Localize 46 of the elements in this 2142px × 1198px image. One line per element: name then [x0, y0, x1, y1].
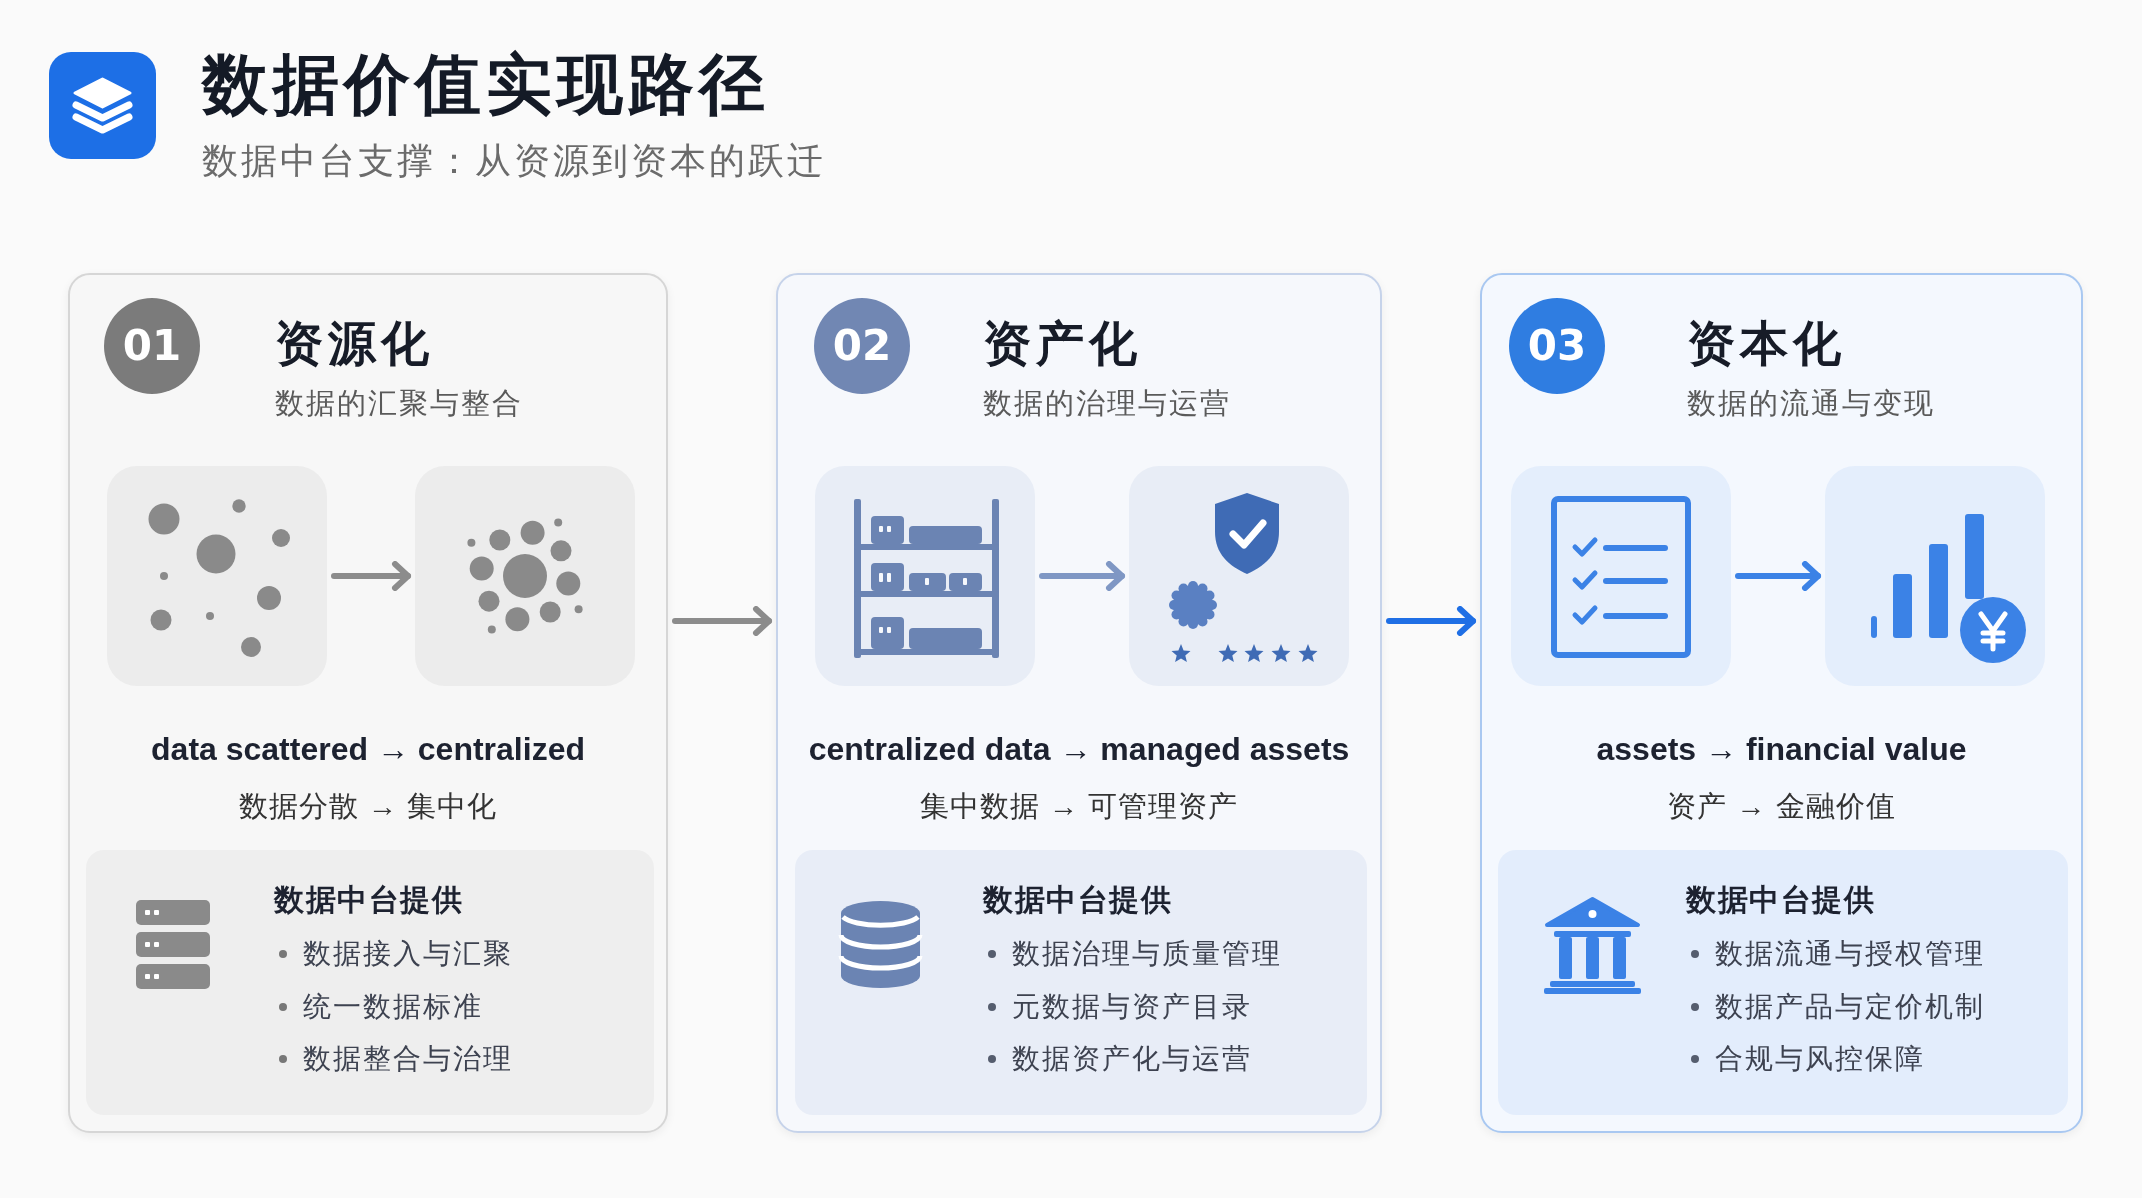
- arrow: [1735, 561, 1821, 591]
- transition-text: 数据分散 → 集中化: [238, 789, 498, 824]
- feature-heading: 数据中台提供: [274, 882, 463, 918]
- transition-text: centralized data → managed assets: [808, 730, 1350, 769]
- icon-tile: [1129, 466, 1349, 686]
- step-panel: [776, 273, 1382, 1133]
- bullet-text: 数据产品与定价机制: [1715, 990, 1985, 1024]
- bullet-text: 元数据与资产目录: [1012, 990, 1252, 1024]
- number-circle: 01: [104, 298, 200, 394]
- page-title: 数据价值实现路径: [202, 46, 770, 123]
- bullet-text: 数据治理与质量管理: [1012, 937, 1282, 971]
- transition-text: 资产 → 金融价值: [1667, 789, 1896, 824]
- bullet-text: 合规与风控保障: [1715, 1042, 1925, 1076]
- icon-tile: [1825, 466, 2045, 686]
- feature-heading: 数据中台提供: [1686, 882, 1875, 918]
- arrow: [672, 606, 772, 636]
- feature-panel: [1498, 850, 2068, 1115]
- feature-panel: [86, 850, 654, 1115]
- step-title: 资产化: [983, 316, 1142, 372]
- bullet-text: 统一数据标准: [303, 990, 483, 1024]
- arrow: [331, 561, 411, 591]
- step-panel: [1480, 273, 2083, 1133]
- transition-text: 集中数据 → 可管理资产: [919, 789, 1239, 824]
- bullet-text: 数据流通与授权管理: [1715, 937, 1985, 971]
- page-subtitle: 数据中台支撑：从资源到资本的跃迁: [202, 139, 826, 183]
- step-title: 资源化: [275, 316, 434, 372]
- step-subtitle: 数据的汇聚与整合: [275, 386, 523, 421]
- bullet-text: 数据整合与治理: [303, 1042, 513, 1076]
- icon-tile: [415, 466, 635, 686]
- transition-text: assets → financial value: [1596, 730, 1967, 769]
- number-circle: 02: [814, 298, 910, 394]
- icon-tile: [815, 466, 1035, 686]
- step-panel: [68, 273, 668, 1133]
- step-subtitle: 数据的治理与运营: [983, 386, 1231, 421]
- arrow: [1039, 561, 1125, 591]
- bullet-text: 数据接入与汇聚: [303, 937, 513, 971]
- number-circle: 03: [1509, 298, 1605, 394]
- icon-tile: [107, 466, 327, 686]
- icon-tile: [1511, 466, 1731, 686]
- arrow: [1386, 606, 1476, 636]
- bullet-text: 数据资产化与运营: [1012, 1042, 1252, 1076]
- step-title: 资本化: [1687, 316, 1846, 372]
- step-subtitle: 数据的流通与变现: [1687, 386, 1935, 421]
- transition-text: data scattered → centralized: [151, 730, 585, 769]
- feature-heading: 数据中台提供: [983, 882, 1172, 918]
- feature-panel: [795, 850, 1367, 1115]
